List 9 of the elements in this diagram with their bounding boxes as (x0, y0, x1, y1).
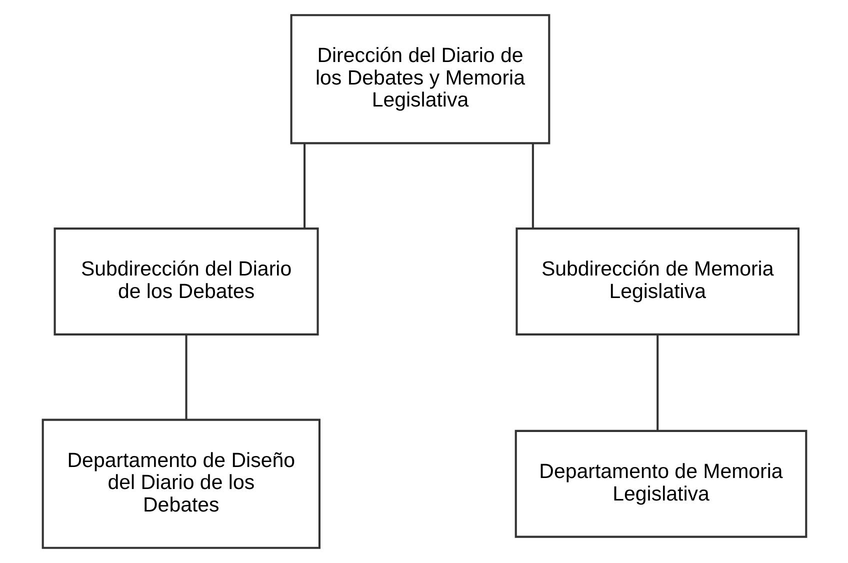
connector (303, 144, 306, 228)
node-box: Subdirección de Memoria Legislativa (515, 228, 799, 336)
node-box: Departamento de Memoria Legislativa (514, 430, 807, 538)
node-box: Departamento de Diseño del Diario de los Debates (41, 418, 320, 549)
connector (656, 334, 658, 430)
node-box: Dirección del Diario de los Debates y Memoria Legislativa (290, 14, 550, 144)
node-box: Subdirección del Diario de los Debates (53, 228, 318, 336)
connector (531, 144, 534, 228)
connector (184, 334, 187, 420)
